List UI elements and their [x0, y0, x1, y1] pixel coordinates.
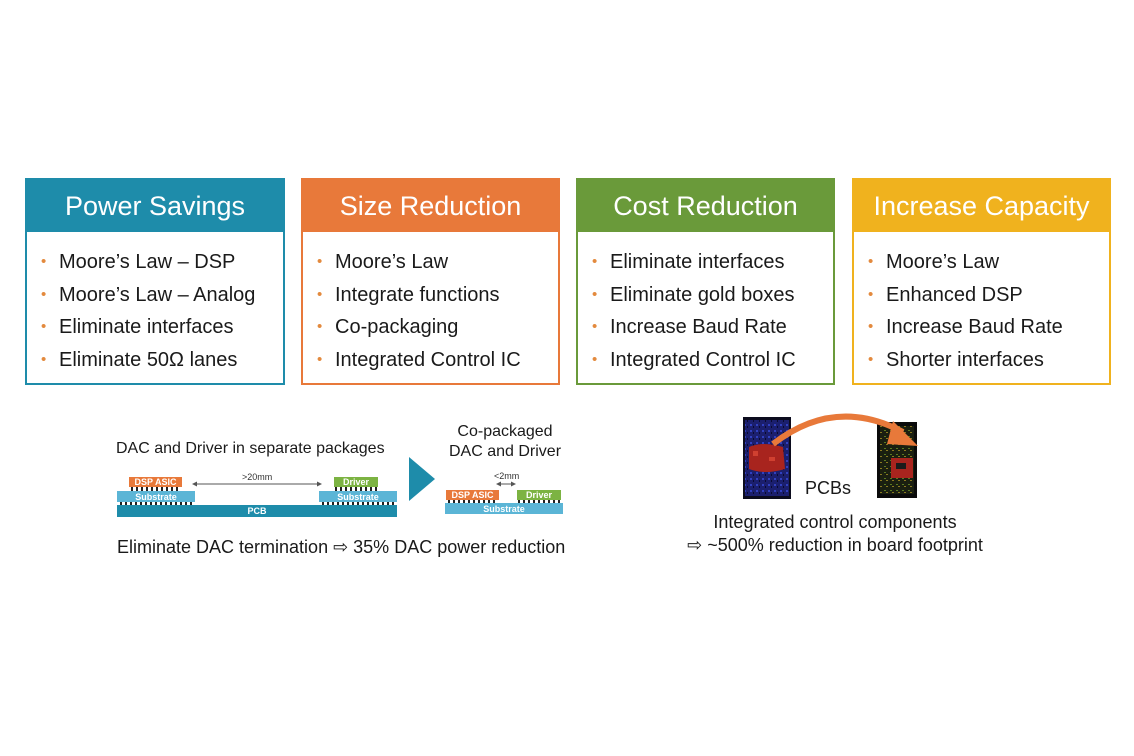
list-item: •Eliminate 50Ω lanes: [41, 344, 283, 377]
bullet-icon: •: [592, 253, 598, 270]
bullet-icon: •: [868, 350, 874, 368]
list-item: •Moore’s Law – Analog: [41, 279, 283, 312]
card-title: Size Reduction: [303, 180, 558, 232]
pcbs-caption-line1: Integrated control components: [713, 512, 957, 532]
bullet-icon: •: [317, 318, 323, 335]
dac-result-text: Eliminate DAC termination ⇨ 35% DAC powe…: [117, 537, 566, 557]
distance-label: <2mm: [494, 471, 520, 481]
card-cost-reduction: Cost Reduction •Eliminate interfaces •El…: [576, 178, 835, 385]
substrate-block: Substrate: [117, 491, 195, 502]
curved-arrow-icon: [771, 413, 918, 447]
list-item: •Moore’s Law – DSP: [41, 246, 283, 279]
list-item: •Eliminate interfaces: [592, 246, 833, 279]
list-item: •Shorter interfaces: [868, 344, 1109, 377]
card-increase-capacity: Increase Capacity •Moore’s Law •Enhanced…: [852, 178, 1111, 385]
card-title: Power Savings: [27, 180, 283, 232]
list-item: •Integrated Control IC: [592, 344, 833, 377]
bullet-icon: •: [592, 318, 598, 335]
bullet-icon: •: [592, 350, 598, 368]
list-item: •Integrate functions: [317, 279, 558, 312]
solder-bumps: [518, 500, 560, 504]
list-item: •Eliminate gold boxes: [592, 279, 833, 312]
dsp-asic-block: DSP ASIC: [446, 490, 499, 500]
copackaged-caption-line1: Co-packaged: [457, 423, 553, 440]
list-item: •Moore’s Law: [868, 246, 1109, 279]
dsp-asic-block: DSP ASIC: [129, 477, 182, 487]
separate-packages-caption: DAC and Driver in separate packages: [116, 440, 385, 457]
right-arrow-icon: [409, 457, 435, 501]
driver-block: Driver: [334, 477, 378, 487]
solder-bumps: [131, 487, 181, 491]
bullet-icon: •: [868, 285, 874, 303]
bullet-icon: •: [317, 350, 323, 368]
card-title: Increase Capacity: [854, 180, 1109, 232]
list-item: •Integrated Control IC: [317, 344, 558, 377]
bullet-icon: •: [41, 350, 47, 368]
list-item: •Enhanced DSP: [868, 279, 1109, 312]
distance-label: >20mm: [242, 472, 273, 482]
bullet-icon: •: [317, 253, 323, 270]
distance-arrow-icon: [496, 481, 516, 487]
bullet-icon: •: [868, 318, 874, 335]
copackaged-caption-line2: DAC and Driver: [448, 443, 562, 460]
card-size-reduction: Size Reduction •Moore’s Law •Integrate f…: [301, 178, 560, 385]
card-power-savings: Power Savings •Moore’s Law – DSP •Moore’…: [25, 178, 285, 385]
bullet-icon: •: [317, 285, 323, 303]
bullet-icon: •: [41, 318, 47, 335]
pcb-block: PCB: [117, 505, 397, 517]
list-item: •Co-packaging: [317, 311, 558, 344]
solder-bumps: [322, 502, 394, 506]
distance-arrow-icon: [192, 481, 322, 487]
bullet-icon: •: [41, 285, 47, 303]
substrate-block: Substrate: [319, 491, 397, 502]
bullet-icon: •: [41, 253, 47, 270]
pcb-before-image: [743, 417, 791, 499]
card-title: Cost Reduction: [578, 180, 833, 232]
solder-bumps: [448, 500, 498, 504]
solder-bumps: [120, 502, 192, 506]
list-item: •Increase Baud Rate: [868, 311, 1109, 344]
solder-bumps: [335, 487, 377, 491]
driver-block: Driver: [517, 490, 561, 500]
pcbs-caption-line2: ⇨ ~500% reduction in board footprint: [687, 535, 983, 555]
list-item: •Eliminate interfaces: [41, 311, 283, 344]
pcbs-label: PCBs: [805, 478, 852, 498]
list-item: •Increase Baud Rate: [592, 311, 833, 344]
list-item: •Moore’s Law: [317, 246, 558, 279]
bullet-icon: •: [592, 285, 598, 303]
substrate-block: Substrate: [445, 503, 563, 514]
bullet-icon: •: [868, 253, 874, 270]
